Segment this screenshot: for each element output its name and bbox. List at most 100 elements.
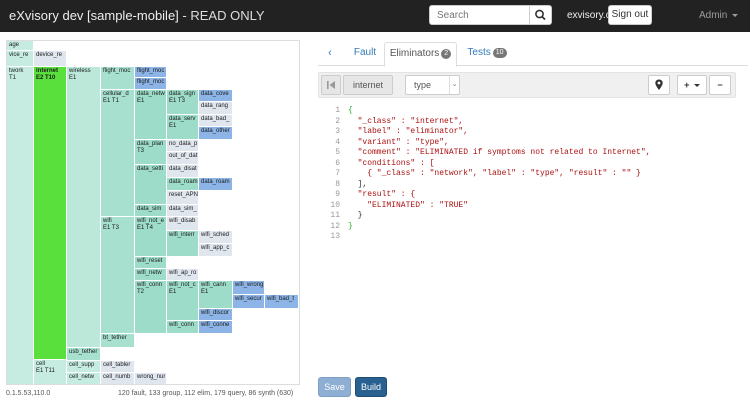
tab-fault[interactable]: Fault — [343, 42, 387, 66]
treemap-node[interactable]: wifi_reset — [135, 257, 167, 269]
treemap-node[interactable]: wrong_nur — [135, 373, 167, 384]
treemap-node-label: wifi_not_c — [169, 282, 196, 288]
treemap-node[interactable]: reset_APN — [167, 191, 199, 205]
treemap-node[interactable]: data_other — [199, 127, 233, 140]
treemap-node-label: wireless — [69, 68, 91, 74]
treemap-node[interactable]: wifi_ap_ro — [167, 269, 199, 281]
treemap-node[interactable]: data_roam — [199, 178, 233, 191]
treemap-node[interactable]: cell_numb — [101, 373, 135, 384]
treemap-node[interactable]: age — [7, 41, 34, 51]
treemap-node[interactable]: cell_tabler — [101, 361, 135, 373]
dropdown-arrow-icon: ⌄ — [449, 76, 459, 94]
line-number: 3 — [335, 127, 340, 136]
treemap-node[interactable]: no_data_p — [167, 140, 199, 152]
treemap-node-label: data_bad_ — [201, 116, 230, 122]
editor-toolbar: internet type⌄ + − — [318, 72, 736, 98]
treemap-node[interactable]: out_of_dat — [167, 152, 199, 165]
treemap-node[interactable]: data_sim — [135, 205, 167, 217]
treemap-node-label: cell_netw — [69, 374, 95, 380]
treemap-node-label: wifi_wrong — [235, 282, 264, 288]
treemap-node[interactable]: data_cove — [199, 90, 233, 102]
treemap-node-label: wifi_reset — [137, 258, 163, 264]
variant-select[interactable]: type⌄ — [405, 75, 460, 95]
locate-button[interactable] — [648, 75, 670, 95]
treemap-node[interactable]: wifi_app_c — [199, 244, 233, 257]
line-number: 2 — [335, 116, 340, 126]
treemap-node[interactable]: usb_tether — [67, 348, 101, 361]
treemap-node[interactable]: wifi_conn — [167, 321, 199, 334]
treemap-node[interactable]: flight_moc — [101, 67, 135, 90]
navbar: eXvisory dev [sample-mobile] - READ ONLY… — [0, 0, 750, 32]
treemap-node[interactable]: cell_supp — [67, 361, 101, 373]
brand[interactable]: eXvisory dev [sample-mobile] - READ ONLY — [9, 8, 265, 23]
treemap-node[interactable]: data_disat — [167, 165, 199, 178]
treemap-node[interactable]: device_re — [34, 51, 67, 67]
treemap-node-label: device_re — [36, 52, 63, 58]
treemap-node[interactable]: wifi_conne — [199, 321, 233, 334]
treemap-node[interactable]: wifi_disab — [167, 217, 199, 231]
treemap-node-label: data_sign — [169, 91, 196, 97]
brand-mode: - READ ONLY — [178, 8, 265, 23]
class-button-internet[interactable]: internet — [343, 75, 393, 95]
treemap-node-stats: E1 — [169, 123, 177, 129]
treemap-node[interactable]: wifi_secur — [233, 295, 265, 309]
treemap-node[interactable]: wifi_netw — [135, 269, 167, 281]
treemap-node[interactable]: wifi_bad_t — [265, 295, 299, 309]
back-chevron-icon[interactable]: ‹ — [328, 47, 332, 59]
treemap-node[interactable]: wifi_sched — [199, 231, 233, 244]
treemap-node[interactable]: cell_netw — [67, 373, 101, 384]
code-text: "variant" : "type", — [348, 137, 449, 147]
treemap-node-label: wifi_bad_t — [267, 296, 295, 302]
first-button[interactable] — [321, 75, 341, 95]
treemap-node[interactable]: data_bad_ — [199, 115, 233, 127]
treemap-node[interactable]: data_roam — [167, 178, 199, 191]
treemap-node[interactable]: data_setti — [135, 165, 167, 205]
code-editor[interactable]: 1{2 "_class" : "internet",3 "label" : "e… — [318, 102, 748, 372]
line-number: 9 — [335, 190, 340, 199]
treemap-node-label: wifi_ap_ro — [169, 270, 197, 276]
treemap-node[interactable]: bt_tether — [101, 334, 135, 348]
treemap-node[interactable]: data_rang — [199, 102, 233, 115]
save-button[interactable]: Save — [318, 377, 351, 397]
build-button[interactable]: Build — [355, 377, 387, 397]
treemap-node[interactable]: flight_moc — [135, 67, 167, 78]
treemap-node-label: out_of_dat — [169, 153, 198, 159]
treemap-node-label: age — [9, 42, 20, 48]
treemap-node[interactable]: vice_re — [7, 51, 34, 67]
treemap-node-label: data_rang — [201, 103, 229, 109]
code-text: "ELIMINATED" : "TRUE" — [348, 200, 469, 210]
search-input[interactable] — [429, 5, 530, 25]
sign-out-button[interactable]: Sign out — [608, 5, 652, 25]
treemap-node[interactable]: wifi_wrong — [233, 281, 265, 295]
admin-menu[interactable]: Admin — [699, 10, 739, 21]
map-marker-icon — [655, 79, 663, 90]
treemap-node-label: wifi_interr — [169, 232, 195, 238]
treemap-node-label: data_roam — [201, 179, 230, 185]
treemap-node[interactable]: data_sim_ — [167, 205, 199, 217]
treemap-node[interactable]: wifi_discor — [199, 309, 233, 321]
eliminators-count-badge: 2 — [441, 49, 452, 59]
treemap-node[interactable]: flight_moc — [135, 78, 167, 90]
add-dropdown-button[interactable]: + — [677, 75, 707, 95]
search-button[interactable] — [529, 5, 552, 25]
remove-button[interactable]: − — [709, 75, 731, 95]
treemap-node[interactable]: wifi_interr — [167, 231, 199, 257]
treemap-stats: 120 fault, 133 group, 112 elim, 179 quer… — [118, 390, 294, 397]
